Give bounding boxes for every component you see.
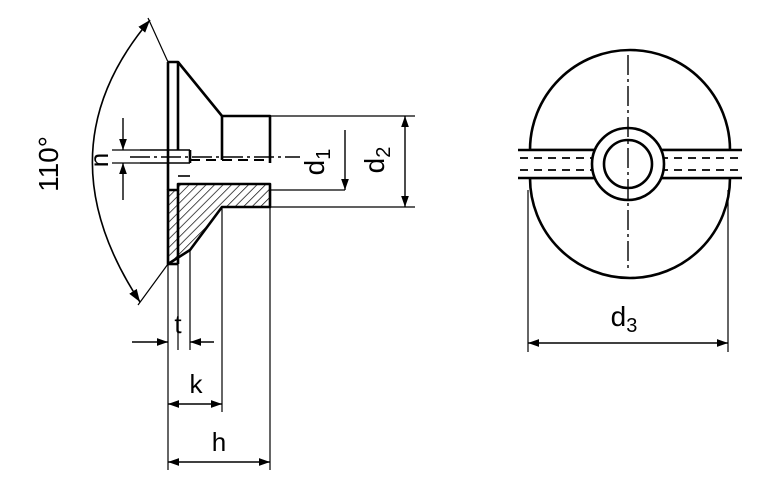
t-label: t <box>174 309 182 339</box>
angle-extension-line <box>147 17 169 63</box>
d1-label: d1 <box>299 149 335 176</box>
d3-label: d3 <box>611 301 638 337</box>
side-view: 110° n d1 d2 t <box>33 17 415 470</box>
k-label: k <box>190 369 204 399</box>
angle-label: 110° <box>33 136 64 192</box>
h-dimension: h <box>168 427 270 466</box>
n-dimension: n <box>84 118 140 200</box>
side-view-section <box>166 182 272 266</box>
head-upper-half <box>528 48 732 152</box>
angle-extension-line <box>137 263 169 306</box>
d1-dimension: d1 <box>299 130 349 190</box>
head-lower-half <box>528 176 732 280</box>
h-label: h <box>212 427 226 457</box>
d2-label: d2 <box>359 147 395 174</box>
front-view: d3 <box>518 48 742 352</box>
k-dimension: k <box>168 369 222 408</box>
n-label: n <box>84 153 114 167</box>
d3-dimension: d3 <box>527 190 729 352</box>
angle-dimension-arc <box>91 19 151 303</box>
t-dimension: t <box>132 309 214 346</box>
d2-dimension: d2 <box>359 116 409 207</box>
side-view-upper-outline <box>166 60 272 163</box>
extension-lines <box>167 115 415 470</box>
